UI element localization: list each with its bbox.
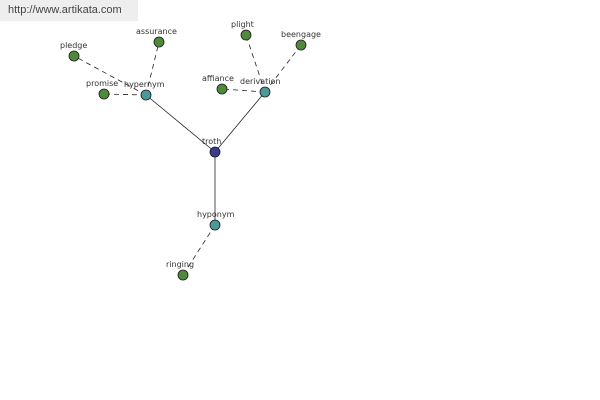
edge-derivation-affiance — [221, 88, 266, 93]
node-beengage[interactable]: beengage — [281, 30, 321, 51]
node-circle-pledge[interactable] — [68, 50, 80, 62]
node-label-plight: plight — [231, 20, 254, 29]
edge-hypernym-pledge — [73, 55, 147, 96]
node-label-derivation: derivation — [240, 77, 280, 86]
node-circle-ringing[interactable] — [177, 269, 189, 281]
node-label-ringing: ringing — [166, 260, 194, 269]
node-affiance[interactable]: affiance — [202, 74, 234, 95]
node-promise[interactable]: promise — [86, 79, 118, 100]
node-circle-assurance[interactable] — [153, 36, 165, 48]
node-circle-affiance[interactable] — [216, 83, 228, 95]
edge-troth-derivation — [214, 91, 266, 153]
node-circle-derivation[interactable] — [259, 86, 271, 98]
nodes-layer: troth hypernym derivation hyponym pledge assu… — [60, 20, 321, 281]
node-plight[interactable]: plight — [231, 20, 254, 41]
node-circle-hypernym[interactable] — [140, 89, 152, 101]
node-circle-troth[interactable] — [209, 146, 221, 158]
node-ringing[interactable]: ringing — [166, 260, 194, 281]
node-circle-promise[interactable] — [98, 88, 110, 100]
node-hyponym[interactable]: hyponym — [197, 210, 235, 231]
node-label-affiance: affiance — [202, 74, 234, 83]
edge-derivation-plight — [245, 34, 266, 93]
edges-layer — [73, 34, 302, 276]
edge-derivation-beengage — [264, 44, 302, 93]
node-label-hyponym: hyponym — [197, 210, 235, 219]
edge-troth-hypernym — [145, 94, 216, 153]
node-label-pledge: pledge — [60, 41, 87, 50]
edge-hypernym-promise — [103, 93, 147, 96]
node-label-troth: troth — [202, 137, 221, 146]
node-assurance[interactable]: assurance — [136, 27, 177, 48]
source-url[interactable]: http://www.artikata.com — [0, 0, 138, 21]
node-circle-beengage[interactable] — [295, 39, 307, 51]
node-label-hypernym: hypernym — [124, 80, 165, 89]
node-hypernym[interactable]: hypernym — [124, 80, 165, 101]
node-label-promise: promise — [86, 79, 118, 88]
node-circle-plight[interactable] — [240, 29, 252, 41]
edge-hypernym-assurance — [145, 41, 160, 96]
node-troth[interactable]: troth — [202, 137, 221, 158]
edge-hyponym-ringing — [182, 224, 216, 276]
node-label-beengage: beengage — [281, 30, 321, 39]
node-label-assurance: assurance — [136, 27, 177, 36]
node-circle-hyponym[interactable] — [209, 219, 221, 231]
node-pledge[interactable]: pledge — [60, 41, 87, 62]
node-derivation[interactable]: derivation — [240, 77, 280, 98]
